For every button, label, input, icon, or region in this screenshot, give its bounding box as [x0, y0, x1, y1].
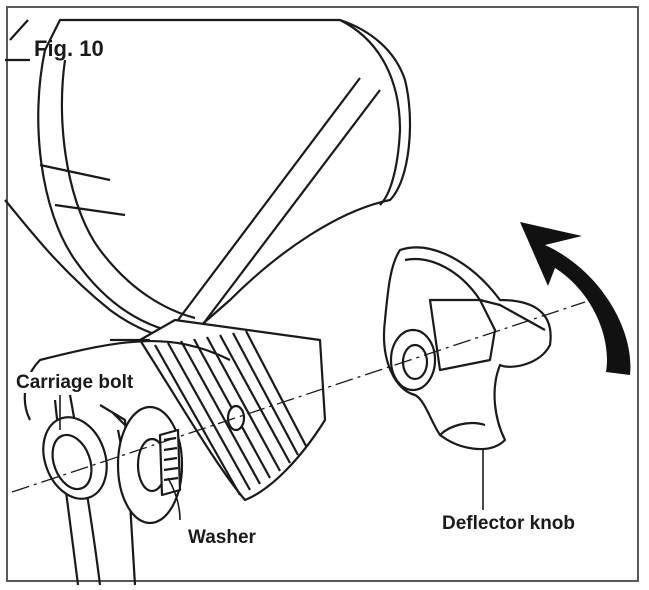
alignment-axis-line [11, 301, 586, 493]
label-deflector-knob: Deflector knob [440, 513, 578, 534]
deflector-knob-part [382, 246, 552, 451]
label-washer: Washer [186, 527, 258, 548]
label-carriage-bolt: Carriage bolt [14, 372, 136, 393]
ribbed-bracket [110, 318, 327, 502]
curved-arrow-clockwise-icon [520, 222, 631, 375]
figure-title: Fig. 10 [34, 36, 104, 61]
deflector-chute [4, 18, 412, 345]
leader-lines [59, 395, 484, 521]
side-housing [23, 339, 231, 586]
